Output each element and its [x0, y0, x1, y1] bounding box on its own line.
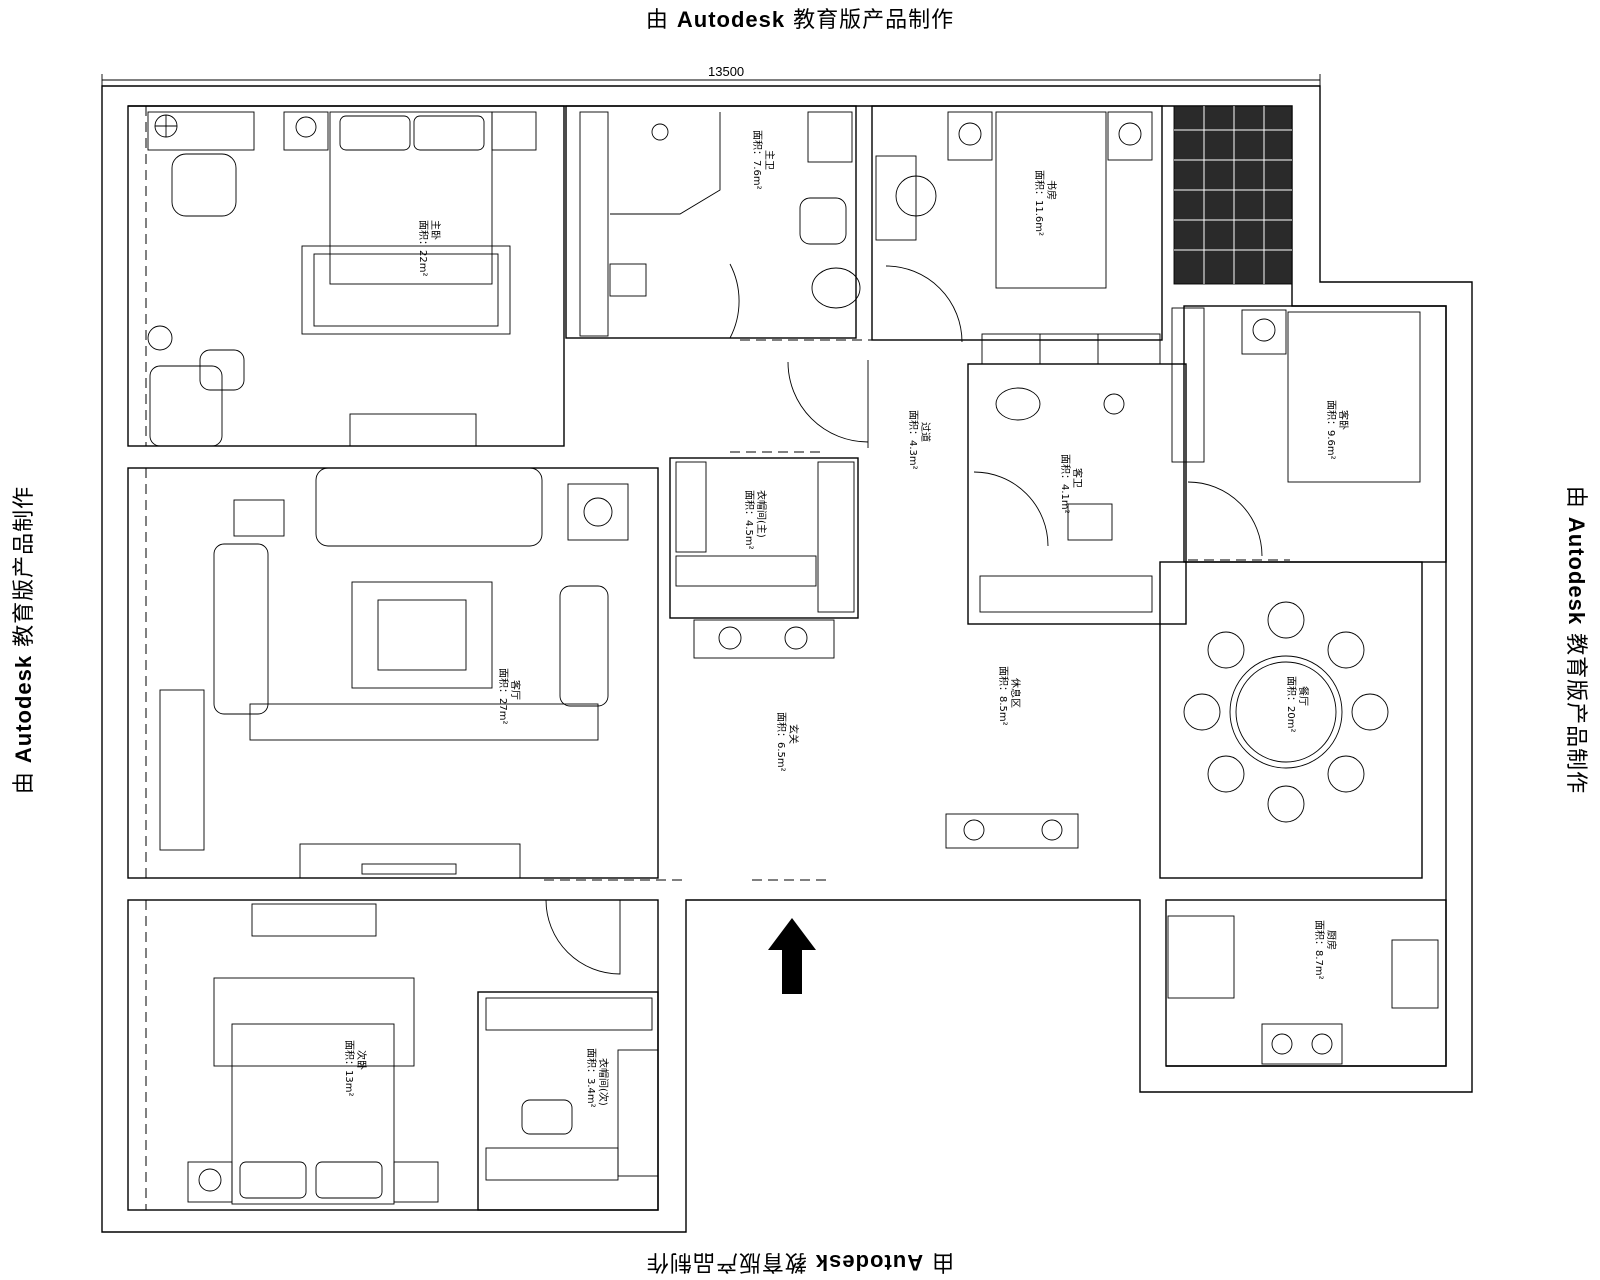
room-label: 主卧	[429, 220, 442, 240]
svg-text:面积：4.1m²: 面积：4.1m²	[1059, 454, 1071, 514]
up-arrow-icon	[768, 918, 816, 994]
svg-text:主卫: 主卫	[763, 150, 775, 170]
svg-text:面积：9.6m²: 面积：9.6m²	[1325, 400, 1337, 460]
dining-room	[1159, 561, 1423, 879]
svg-text:餐厅: 餐厅	[1297, 686, 1310, 706]
room-area: 面积：22m²	[417, 220, 429, 276]
kitchen	[1165, 899, 1447, 1067]
svg-text:面积：7.6m²: 面积：7.6m²	[751, 130, 763, 190]
svg-text:衣帽间(次): 衣帽间(次)	[597, 1058, 610, 1106]
svg-text:面积：11.6m²: 面积：11.6m²	[1033, 170, 1045, 236]
svg-text:面积：6.5m²: 面积：6.5m²	[775, 712, 787, 772]
svg-text:玄关: 玄关	[787, 724, 800, 744]
svg-text:面积：8.5m²: 面积：8.5m²	[997, 666, 1009, 726]
svg-text:休息区: 休息区	[1009, 678, 1022, 708]
guest-bathroom	[967, 363, 1187, 625]
svg-text:次卧: 次卧	[355, 1050, 368, 1070]
watermark-top: 由 Autodesk 教育版产品制作	[645, 7, 955, 33]
overall-dimension: 13500	[101, 64, 1321, 90]
svg-text:面积：27m²: 面积：27m²	[497, 668, 509, 724]
study	[871, 105, 1163, 341]
svg-text:面积：3.4m²: 面积：3.4m²	[585, 1048, 597, 1108]
svg-text:客卫: 客卫	[1071, 468, 1084, 488]
svg-text:过道: 过道	[919, 422, 932, 442]
master-bathroom	[565, 105, 857, 339]
svg-text:客厅: 客厅	[509, 680, 522, 700]
living-room	[127, 467, 659, 879]
svg-text:面积：8.7m²: 面积：8.7m²	[1313, 920, 1325, 980]
svg-text:客卧: 客卧	[1337, 410, 1350, 430]
svg-text:厨房: 厨房	[1325, 930, 1338, 950]
outer-wall	[101, 85, 1473, 1233]
master-closet	[669, 457, 859, 619]
guest-bedroom	[1183, 305, 1447, 563]
svg-text:衣帽间(主): 衣帽间(主)	[755, 490, 768, 538]
svg-text:面积：20m²: 面积：20m²	[1285, 676, 1297, 732]
dimension-label: 13500	[708, 64, 744, 79]
svg-text:面积：13m²: 面积：13m²	[343, 1040, 355, 1096]
second-bedroom	[127, 899, 659, 1211]
master-bedroom	[127, 105, 565, 447]
svg-text:面积：4.5m²: 面积：4.5m²	[743, 490, 755, 550]
svg-text:面积：4.3m²: 面积：4.3m²	[907, 410, 919, 470]
svg-text:书房: 书房	[1045, 180, 1058, 200]
